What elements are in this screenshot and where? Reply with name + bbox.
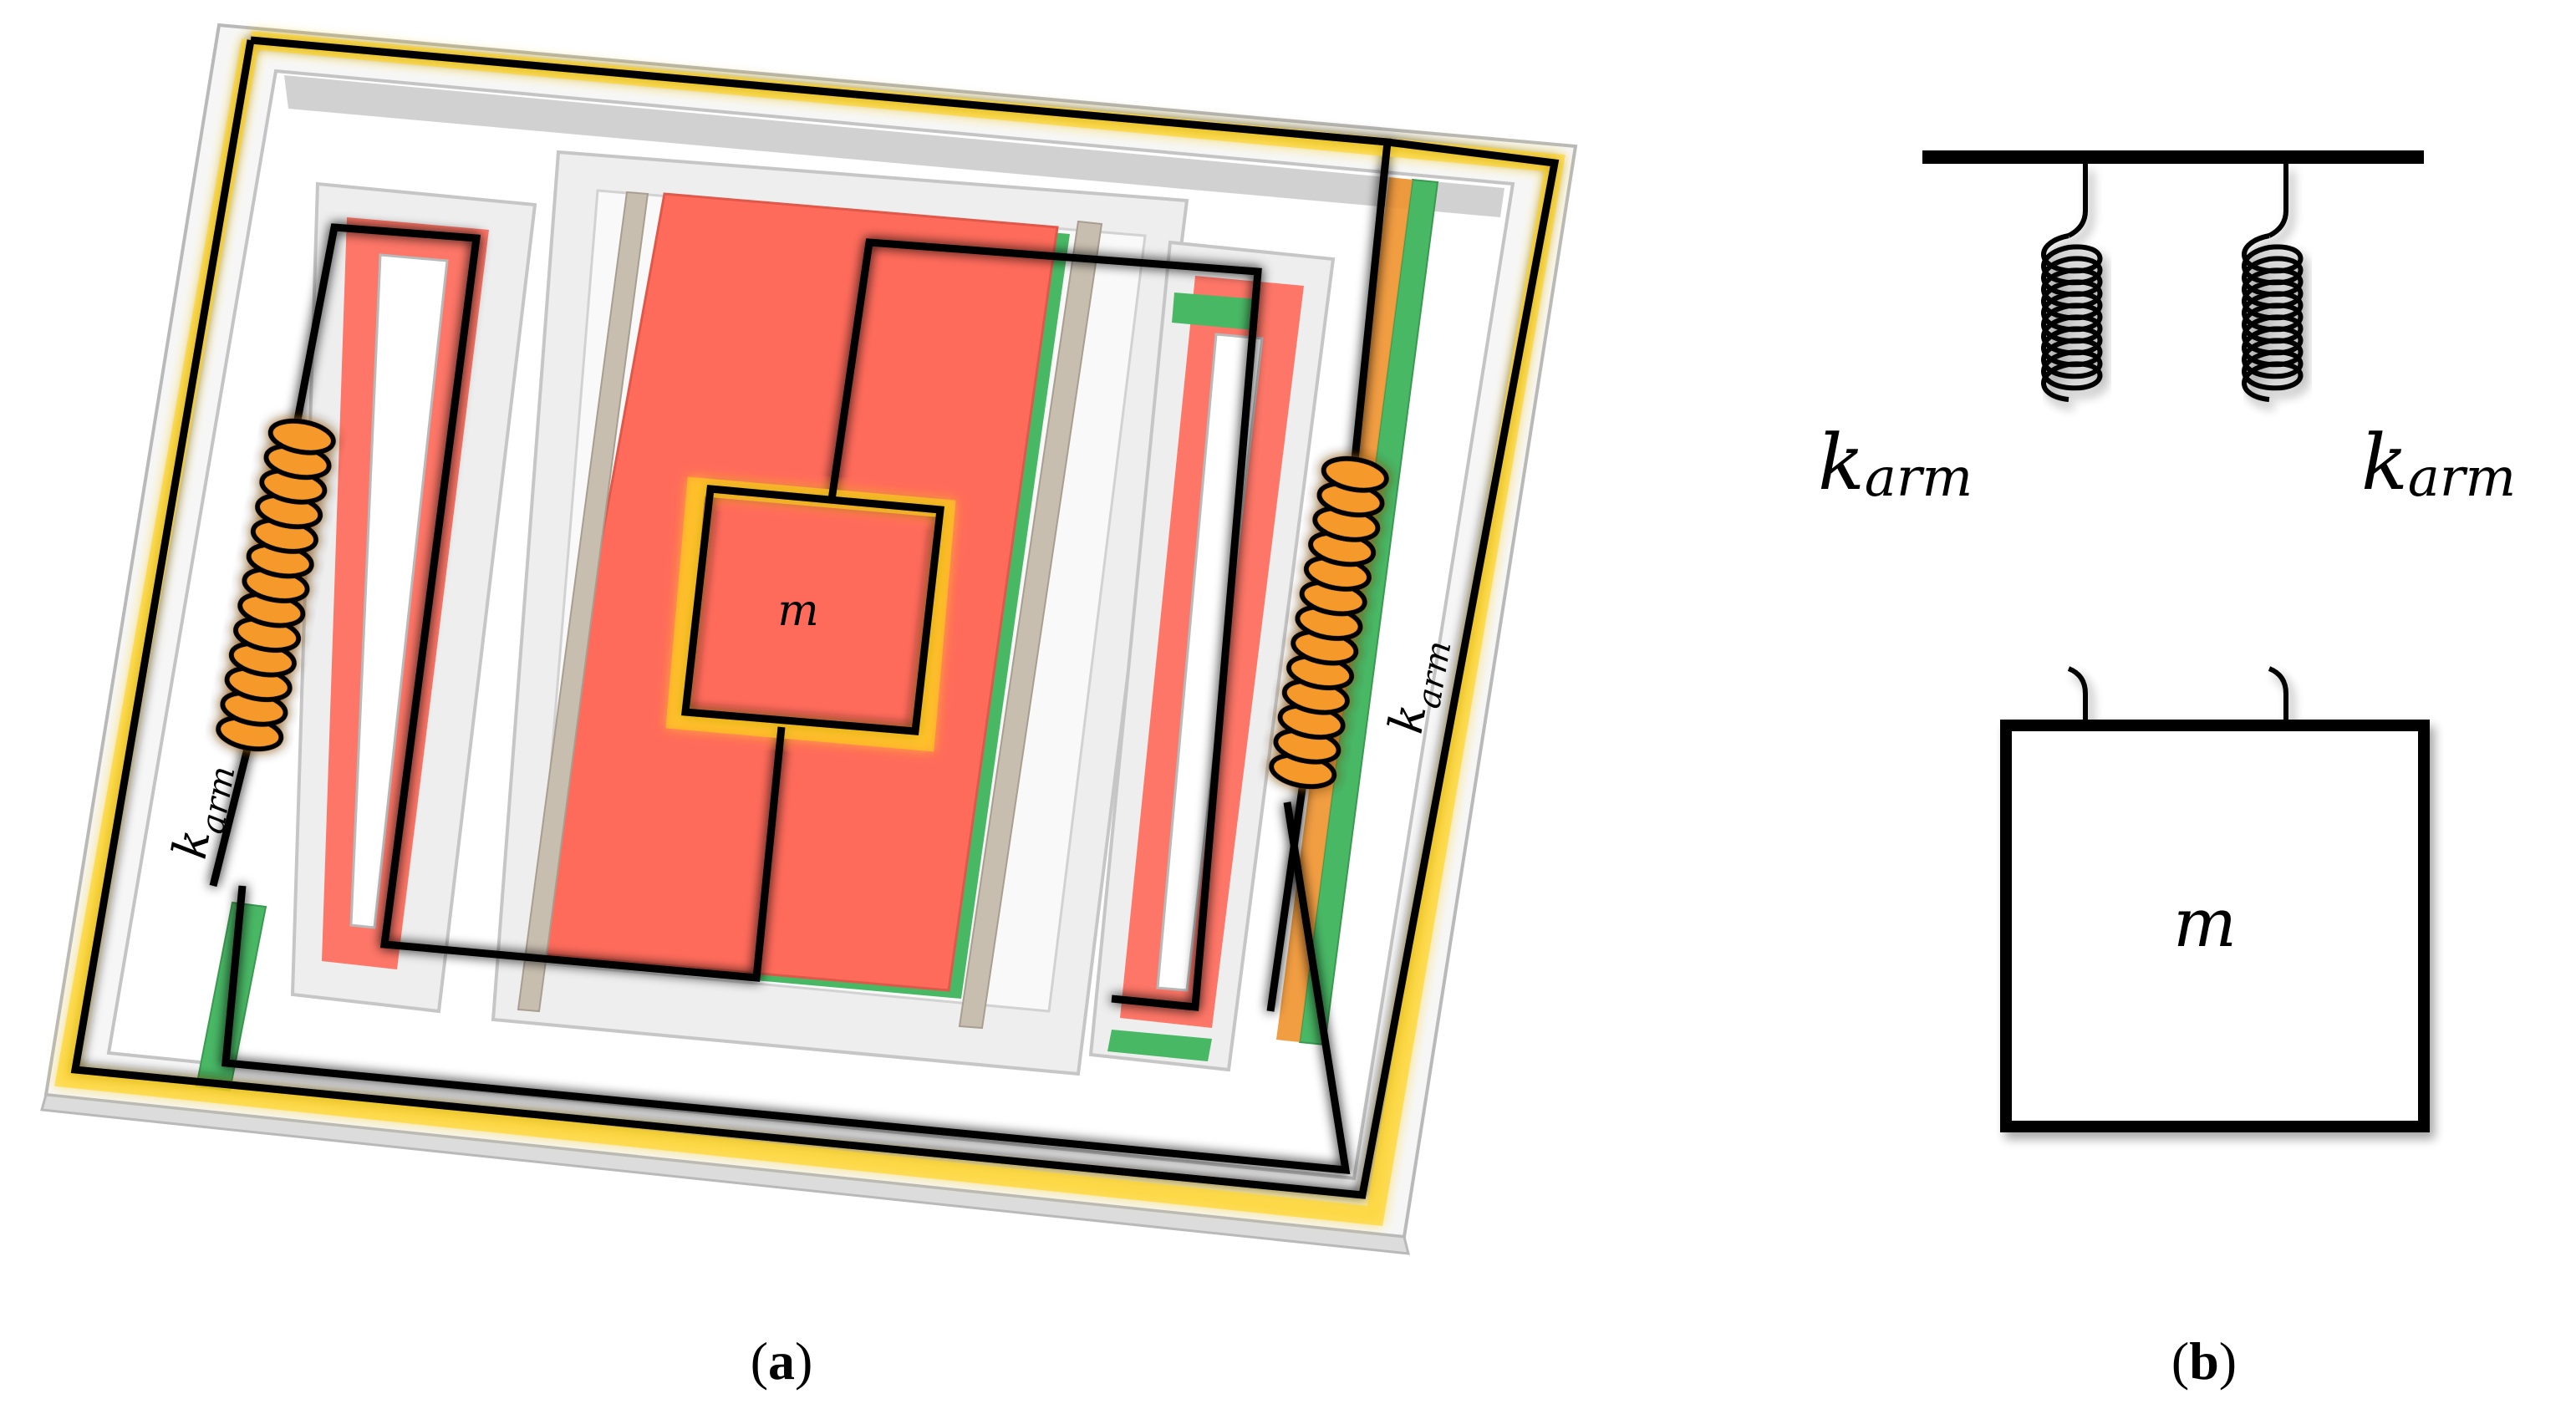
right-beam-green-base xyxy=(1107,1030,1212,1061)
outer-frame-edge xyxy=(40,1093,1410,1255)
panel-a-mass-label: m xyxy=(777,586,818,636)
outer-loop-line-bottom xyxy=(221,801,1351,1175)
right-spring-coil xyxy=(1269,455,1389,790)
left-beam-slot xyxy=(349,253,449,929)
panel-a-caption: (a) xyxy=(751,1331,813,1391)
panel-b-caption: (b) xyxy=(2171,1331,2237,1391)
mass-box-outline xyxy=(681,485,944,735)
inner-frame-shadow xyxy=(284,75,1504,217)
panel-b-left-spring-label: karm xyxy=(1818,418,1973,509)
right-beam-green xyxy=(1172,292,1258,330)
panel-b-right-spring-label: karm xyxy=(2361,418,2516,509)
model-left-spring xyxy=(2041,164,2103,725)
panel-b-spring-mass-model: m karm karm (b) xyxy=(1818,150,2516,1391)
equivalent-model-overlay xyxy=(54,31,1565,1227)
left-arm-upper xyxy=(284,223,786,982)
panel-a-device-render: m karm karm (a) xyxy=(40,23,1578,1391)
mass-rail-right xyxy=(958,220,1103,1030)
outer-loop-left xyxy=(70,39,1560,1199)
panel-b-mass-label: m xyxy=(2173,884,2237,962)
left-spring-coil xyxy=(216,418,336,752)
right-arm-path xyxy=(1266,776,1308,1012)
mass-rail-left xyxy=(517,191,649,1013)
left-arm-path xyxy=(209,734,255,888)
model-right-spring xyxy=(2242,164,2304,725)
mass-to-top-line xyxy=(827,238,1262,1011)
model-mass-block xyxy=(2000,720,2430,1132)
